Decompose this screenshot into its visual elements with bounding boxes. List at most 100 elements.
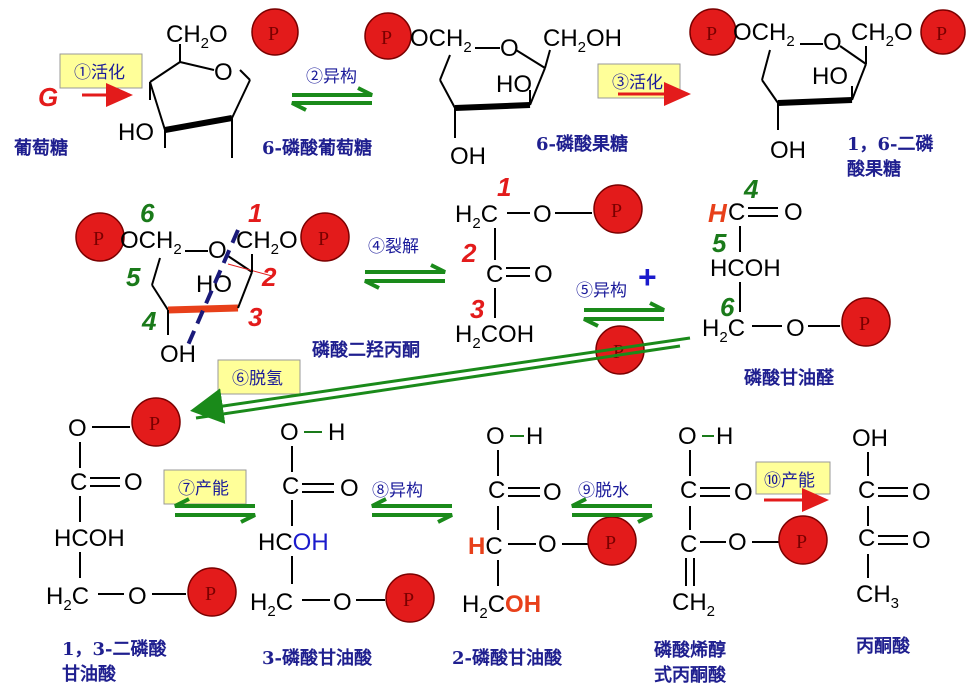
phosphate [364, 12, 412, 60]
svg-text:HCOH: HCOH [710, 255, 781, 282]
svg-text:O: O [534, 261, 553, 288]
svg-text:O: O [543, 479, 562, 506]
svg-text:C: C [282, 473, 299, 500]
svg-text:O: O [912, 479, 931, 506]
label-pep-1: 磷酸烯醇 [654, 639, 726, 661]
label-pep-2: 式丙酮酸 [654, 664, 727, 686]
svg-text:C: C [858, 525, 875, 552]
step-label: ②异构 [306, 67, 357, 86]
svg-text:OH: OH [770, 137, 806, 164]
svg-text:O: O [68, 415, 87, 442]
svg-text:HCOH: HCOH [54, 525, 125, 552]
structure-fructose-1-6-bisphosphate: P OCH2 O CH2O P HO OH [689, 8, 966, 164]
svg-text:O: O [486, 423, 505, 450]
svg-text:OH: OH [852, 425, 888, 452]
svg-text:P: P [796, 531, 807, 553]
svg-text:H2C: H2C [702, 315, 745, 346]
svg-text:H2COH: H2COH [462, 591, 541, 622]
structure-pyruvate: OH C O C O CH3 [852, 425, 931, 612]
carbon-number-6: 6 [140, 198, 155, 228]
svg-text:O: O [340, 475, 359, 502]
svg-text:HO: HO [196, 271, 232, 298]
structure-1-3-bisphosphoglycerate: O P C O HCOH H2C O P [46, 397, 237, 617]
svg-text:O: O [784, 199, 803, 226]
structure-2-phosphoglycerate: O H C O HC O P H2COH [462, 423, 637, 622]
svg-text:OH: OH [450, 143, 486, 170]
svg-text:O: O [128, 583, 147, 610]
svg-text:O: O [533, 201, 552, 228]
svg-text:2: 2 [461, 238, 477, 268]
svg-text:P: P [93, 228, 104, 250]
step-label: ⑦产能 [178, 479, 229, 498]
svg-text:CH2O: CH2O [166, 21, 228, 52]
svg-text:OCH2: OCH2 [410, 25, 472, 56]
svg-text:O: O [678, 423, 697, 450]
step-label: ④裂解 [368, 237, 419, 256]
svg-text:C: C [488, 477, 505, 504]
step-label: ⑤异构 [576, 281, 627, 300]
step-label: ⑧异构 [372, 481, 423, 500]
svg-text:HO: HO [496, 71, 532, 98]
hydroxyl-label: HO [118, 119, 154, 146]
structure-glucose-6-phosphate: O CH2O HO [118, 21, 251, 158]
label-pyruvate: 丙酮酸 [856, 635, 911, 657]
svg-text:HO: HO [812, 63, 848, 90]
svg-text:H: H [708, 198, 728, 228]
svg-text:O: O [734, 479, 753, 506]
carbon-number-4: 4 [141, 306, 157, 336]
svg-text:O: O [208, 237, 227, 264]
ch2-label: CH [166, 21, 201, 48]
glucose-symbol: G [38, 82, 58, 112]
step-10-energy: ⑩产能 [755, 461, 831, 512]
label-fructose-bisphosphate-1: 1，6-二磷 [847, 133, 935, 155]
svg-text:CH2O: CH2O [851, 19, 913, 50]
svg-text:OCH2: OCH2 [120, 227, 182, 258]
svg-text:O: O [823, 29, 842, 56]
label-g3p: 磷酸甘油醛 [744, 367, 835, 389]
step-label: ③活化 [612, 73, 663, 92]
carbon-number-1: 1 [248, 198, 262, 228]
svg-text:P: P [613, 341, 624, 363]
carbon-number-3: 3 [248, 302, 263, 332]
svg-text:P: P [149, 413, 160, 435]
svg-text:O: O [538, 531, 557, 558]
svg-text:P: P [318, 228, 329, 250]
svg-text:H2C: H2C [455, 201, 498, 232]
svg-text:C: C [728, 199, 745, 226]
svg-text:OCH2: OCH2 [733, 19, 795, 50]
svg-text:O: O [124, 469, 143, 496]
ring-oxygen: O [214, 59, 233, 86]
svg-text:CH3: CH3 [856, 581, 899, 612]
svg-text:O: O [333, 589, 352, 616]
svg-text:P: P [268, 23, 279, 45]
svg-text:HC: HC [468, 533, 503, 560]
step-label: ①活化 [74, 63, 125, 82]
svg-text:C: C [680, 531, 697, 558]
svg-text:H: H [526, 423, 543, 450]
svg-text:HCOH: HCOH [258, 529, 329, 556]
svg-text:O: O [912, 527, 931, 554]
carbon-number-2: 2 [261, 262, 277, 292]
label-2pg: 2-磷酸甘油酸 [452, 647, 563, 669]
svg-text:P: P [605, 532, 616, 554]
step-label: ⑨脱水 [578, 481, 629, 500]
svg-text:P: P [936, 23, 947, 45]
step-label: ⑥脱氢 [232, 369, 283, 388]
step-box [59, 53, 143, 89]
structure-phosphoenolpyruvate: O H C O C O P CH2 [672, 423, 828, 620]
label-fructose-bisphosphate-2: 酸果糖 [847, 158, 901, 180]
step-6-dehydrogenation: ⑥脱氢 [190, 336, 691, 424]
svg-text:H2C: H2C [250, 589, 293, 620]
step-9-dehydration: ⑨脱水 [571, 481, 653, 524]
step-2-isomerization: ②异构 [291, 67, 373, 112]
plus-sign: + [638, 259, 657, 295]
svg-text:C: C [680, 477, 697, 504]
svg-text:P: P [859, 313, 870, 335]
structure-glyceraldehyde-3-phosphate: H C O HCOH H2C O P 4 5 6 [702, 174, 891, 347]
svg-text:1: 1 [497, 172, 511, 202]
svg-text:6: 6 [720, 292, 735, 322]
step-3-activation: ③活化 [597, 63, 691, 106]
svg-text:CH2: CH2 [672, 589, 715, 620]
step-7-energy: ⑦产能 [163, 469, 256, 524]
